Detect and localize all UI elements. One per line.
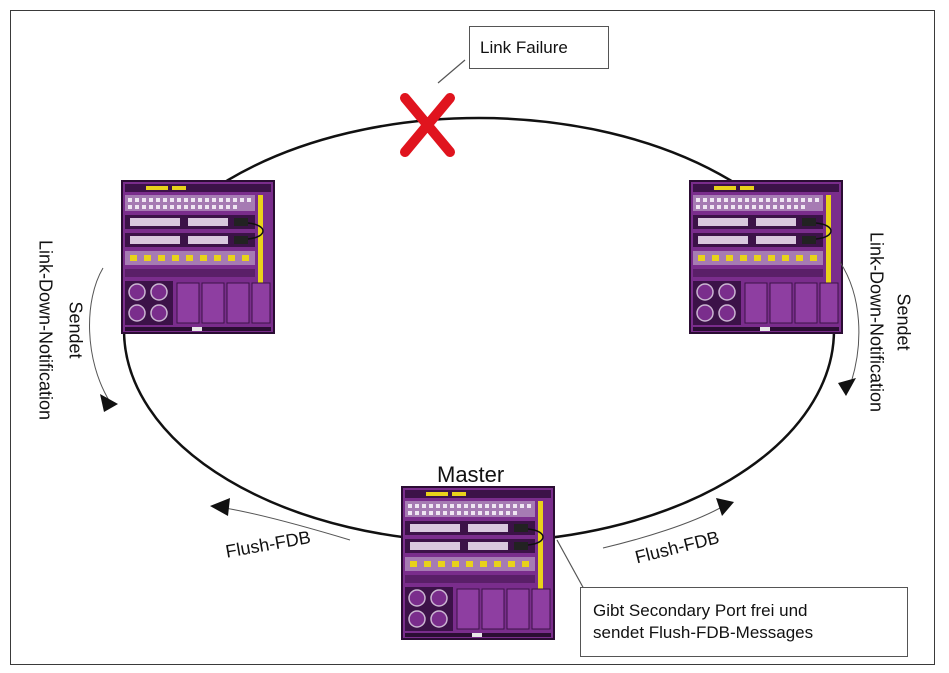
link-failure-text: Link Failure bbox=[480, 38, 568, 57]
network-switch-icon-right bbox=[689, 180, 843, 334]
link-failure-leader-line bbox=[437, 59, 466, 84]
flush-left-arrowhead bbox=[210, 498, 230, 516]
link-failure-callout: Link Failure bbox=[469, 26, 609, 69]
left-notification-arrowhead bbox=[100, 394, 118, 412]
red-x-icon bbox=[400, 93, 455, 157]
left-notification-arrow-line bbox=[89, 267, 111, 403]
network-switch-icon-master bbox=[401, 486, 555, 640]
master-action-line-2: sendet Flush-FDB-Messages bbox=[593, 623, 814, 642]
flush-right-arrowhead bbox=[716, 498, 734, 516]
network-switch-icon-left bbox=[121, 180, 275, 334]
master-label: Master bbox=[437, 462, 505, 487]
right-notification-arrowhead bbox=[838, 378, 856, 396]
flush-right-arrow-line bbox=[602, 507, 721, 549]
left-notification-label: Link-Down-Notification bbox=[35, 239, 56, 421]
right-sendet-label: Sendet bbox=[893, 293, 914, 351]
master-action-line-1: Gibt Secondary Port frei und bbox=[593, 601, 808, 620]
flush-left-arrow-line bbox=[224, 507, 351, 541]
master-action-callout: Gibt Secondary Port frei und sendet Flus… bbox=[580, 587, 908, 657]
right-notification-label: Link-Down-Notification bbox=[866, 231, 887, 413]
left-sendet-label: Sendet bbox=[65, 301, 86, 359]
right-notification-arrow-line bbox=[839, 261, 860, 387]
